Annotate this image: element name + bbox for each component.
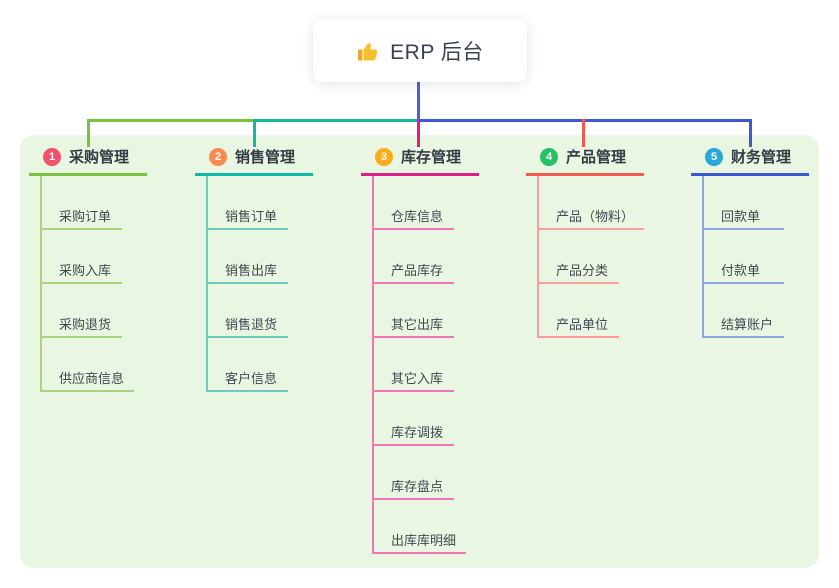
branch-number-badge: 5 [705,147,723,166]
item-label: 仓库信息 [391,209,444,224]
branch-header-node[interactable]: 5 财务管理 [691,146,809,176]
item-label: 库存调拨 [391,425,444,440]
item-label: 其它出库 [391,317,444,332]
branch-title: 产品管理 [566,149,627,166]
root-stem-line [417,81,420,121]
item-label: 销售订单 [225,209,278,224]
trunk-segment-line [255,119,419,122]
item-label: 产品库存 [391,263,444,278]
item-label: 产品分类 [556,263,609,278]
branch-items-list: 采购订单采购入库采购退货供应商信息 [40,176,147,392]
branches-background-panel [20,135,819,568]
branch-column: 2 销售管理 销售订单销售出库销售退货客户信息 [195,146,313,392]
mindmap-item-node[interactable]: 产品（物料） [539,176,645,230]
mindmap-item-node[interactable]: 结算账户 [704,284,784,338]
mindmap-item-node[interactable]: 库存调拨 [374,392,454,446]
branch-number-badge: 2 [209,147,227,166]
branch-items-list: 回款单付款单结算账户 [702,176,809,338]
item-label: 结算账户 [721,317,774,332]
branch-column: 4 产品管理 产品（物料） 产品分类产品单位 [526,146,645,338]
branch-title: 库存管理 [401,149,462,166]
mindmap-item-node[interactable]: 付款单 [704,230,784,284]
item-label: 采购订单 [59,209,112,224]
item-label: 产品单位 [556,317,609,332]
branch-drop-line [417,119,420,147]
branch-title: 销售管理 [235,149,296,166]
branch-drop-line [582,119,585,147]
mindmap-item-node[interactable]: 销售出库 [208,230,288,284]
branch-column: 5 财务管理 回款单付款单结算账户 [691,146,809,338]
item-label: 库存盘点 [391,479,444,494]
branch-column: 3 库存管理 仓库信息产品库存其它出库其它入库库存调拨库存盘点出库库明细 [361,146,479,554]
mindmap-item-node[interactable]: 其它出库 [374,284,454,338]
mindmap-item-node[interactable]: 采购入库 [42,230,122,284]
branch-header-node[interactable]: 1 采购管理 [29,146,147,176]
mindmap-item-node[interactable]: 供应商信息 [42,338,135,392]
mindmap-item-node[interactable]: 出库库明细 [374,500,467,554]
branch-number-badge: 4 [540,147,558,166]
branch-items-list: 仓库信息产品库存其它出库其它入库库存调拨库存盘点出库库明细 [372,176,479,554]
branch-items-list: 产品（物料） 产品分类产品单位 [537,176,645,338]
item-label: 其它入库 [391,371,444,386]
thumb-cuff [358,49,363,60]
mindmap-item-node[interactable]: 其它入库 [374,338,454,392]
thumbs-up-icon [356,39,380,63]
mindmap-item-node[interactable]: 回款单 [704,176,784,230]
mindmap-root-node[interactable]: ERP 后台 [313,19,527,82]
trunk-segment-line [419,119,751,122]
branch-drop-line [87,119,90,147]
item-label: 采购入库 [59,263,112,278]
item-label: 产品（物料） [556,209,635,224]
item-label: 销售退货 [225,317,278,332]
root-node-title: ERP 后台 [390,40,484,64]
branch-header-node[interactable]: 3 库存管理 [361,146,479,176]
item-label: 客户信息 [225,371,278,386]
branch-drop-line [749,119,752,147]
branch-header-node[interactable]: 2 销售管理 [195,146,313,176]
mindmap-item-node[interactable]: 仓库信息 [374,176,454,230]
mindmap-item-node[interactable]: 产品分类 [539,230,619,284]
mindmap-item-node[interactable]: 客户信息 [208,338,288,392]
item-label: 采购退货 [59,317,112,332]
item-label: 供应商信息 [59,371,125,386]
mindmap-item-node[interactable]: 销售退货 [208,284,288,338]
branch-title: 采购管理 [69,149,130,166]
mindmap-item-node[interactable]: 采购订单 [42,176,122,230]
branch-number-badge: 1 [43,147,61,166]
mindmap-item-node[interactable]: 产品单位 [539,284,619,338]
mindmap-item-node[interactable]: 产品库存 [374,230,454,284]
branch-items-list: 销售订单销售出库销售退货客户信息 [206,176,313,392]
branch-number-badge: 3 [375,147,393,166]
branch-title: 财务管理 [731,149,792,166]
branch-drop-line [253,119,256,147]
mindmap-item-node[interactable]: 库存盘点 [374,446,454,500]
item-label: 回款单 [721,209,761,224]
item-label: 出库库明细 [391,533,457,548]
branch-header-node[interactable]: 4 产品管理 [526,146,644,176]
thumb-hand [363,42,378,60]
mindmap-item-node[interactable]: 采购退货 [42,284,122,338]
branch-column: 1 采购管理 采购订单采购入库采购退货供应商信息 [29,146,147,392]
item-label: 销售出库 [225,263,278,278]
mindmap-item-node[interactable]: 销售订单 [208,176,288,230]
item-label: 付款单 [721,263,761,278]
trunk-segment-line [87,119,255,122]
